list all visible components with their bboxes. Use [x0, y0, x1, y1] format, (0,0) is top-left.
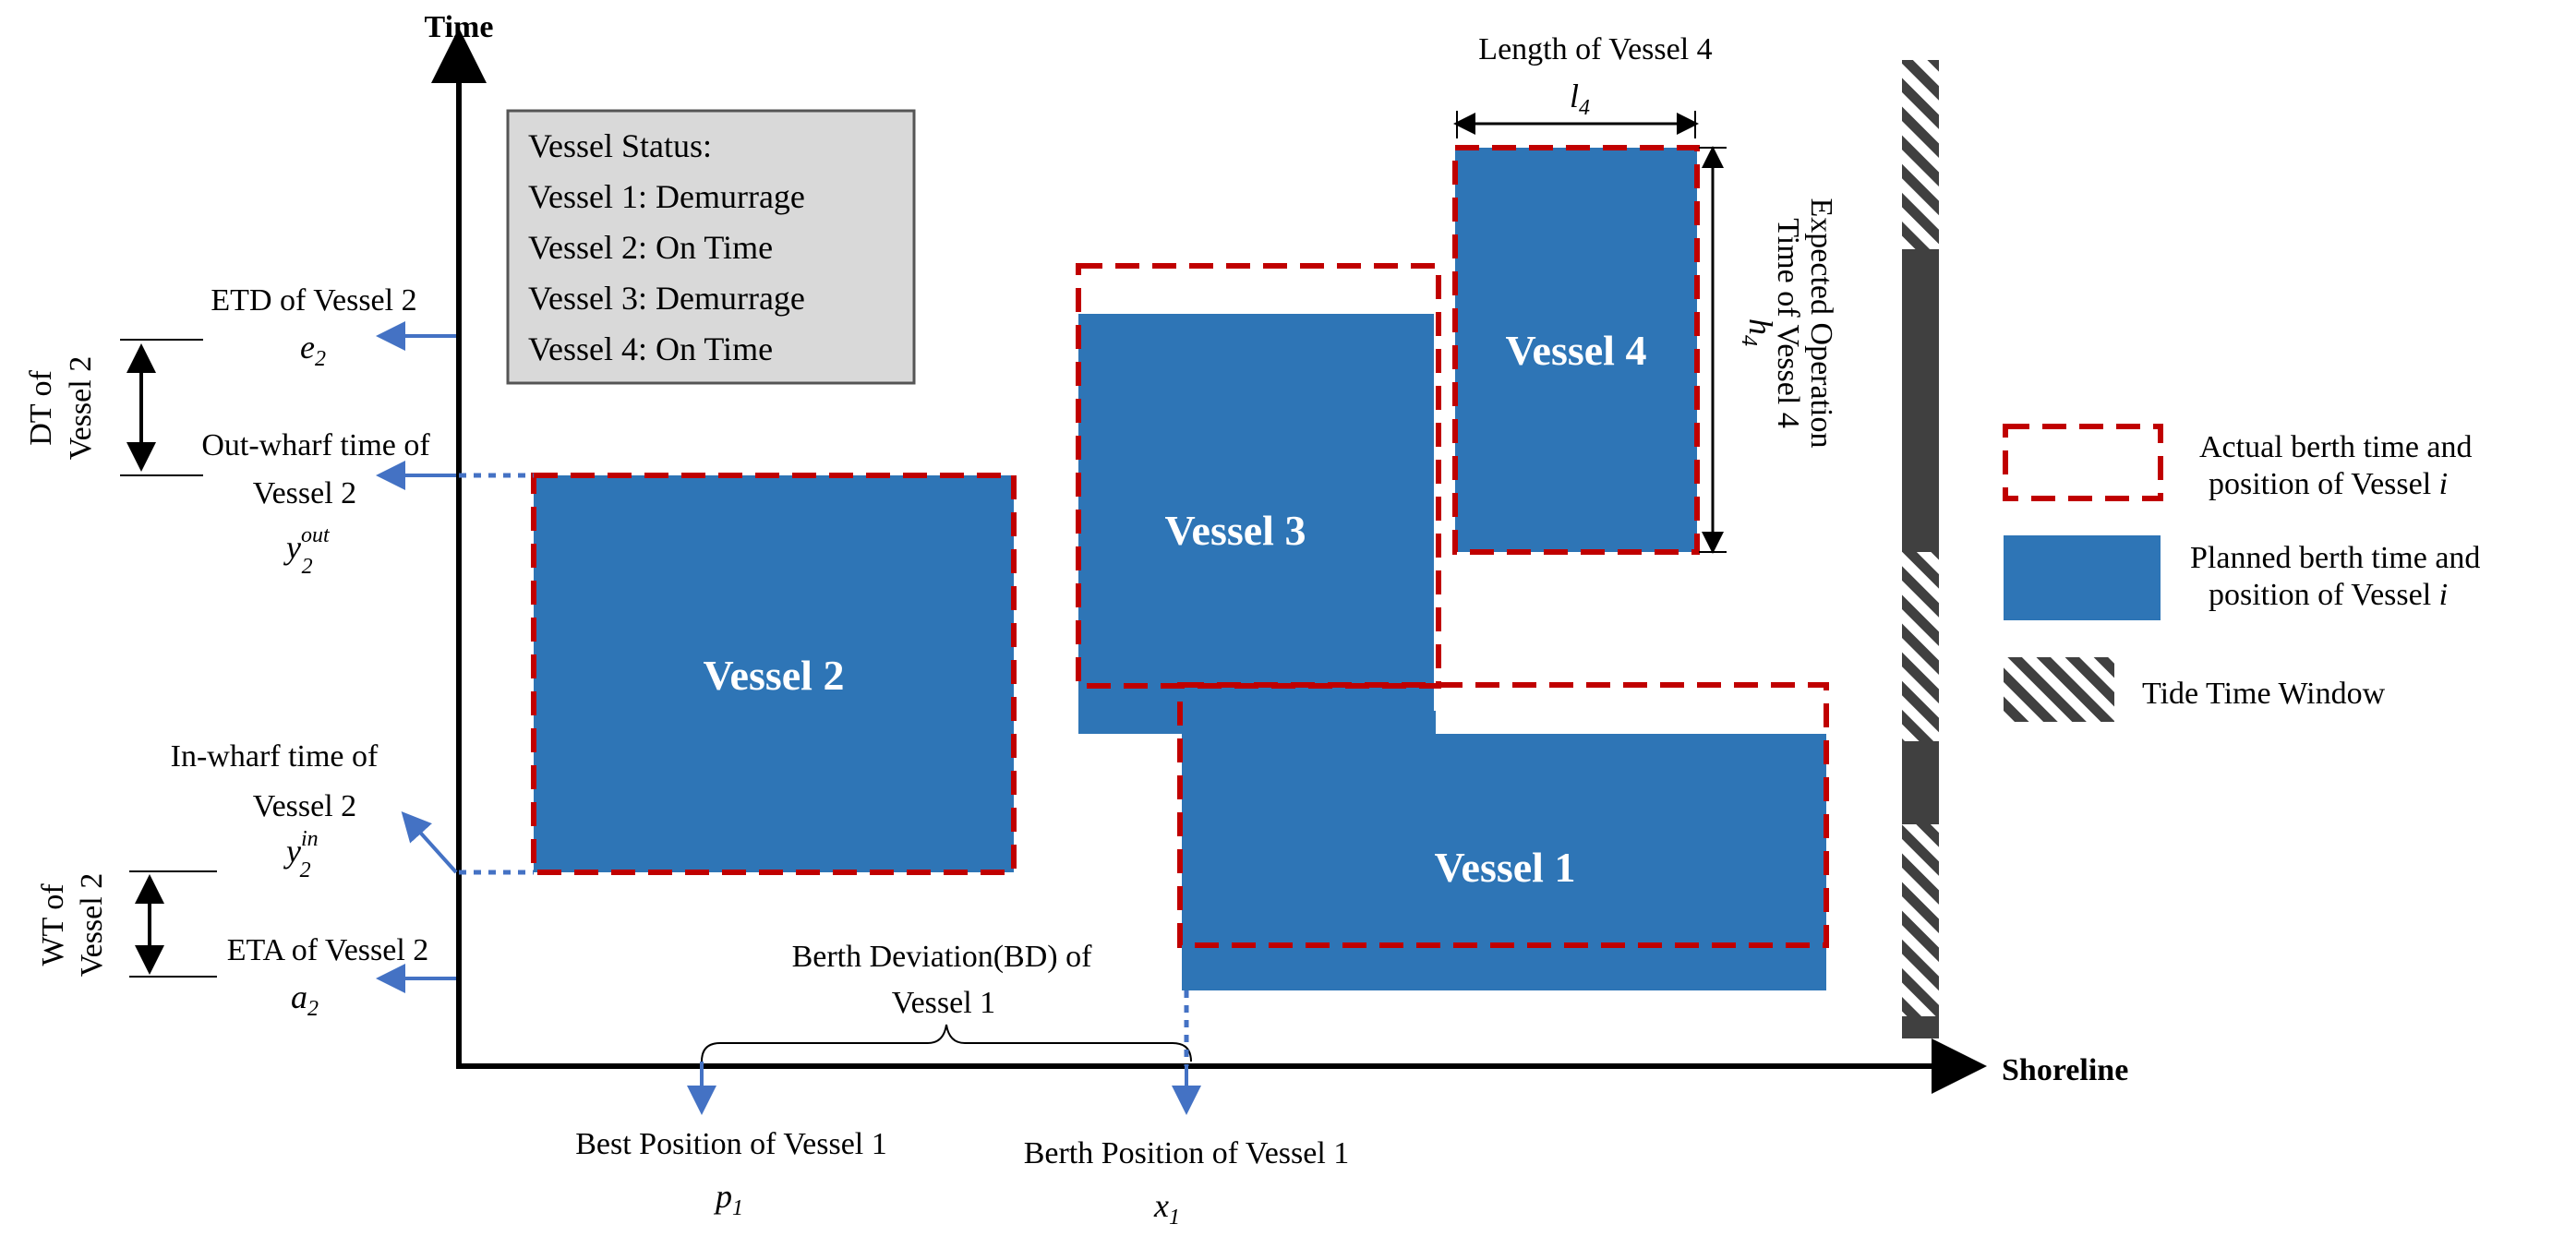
bd-label-2: Vessel 1: [892, 986, 995, 1020]
y-axis-title: Time: [425, 10, 494, 44]
vessel-2-label: Vessel 2: [704, 652, 845, 699]
in-wharf-arrow: [401, 811, 458, 874]
vessel-1-actual: [1177, 682, 1829, 948]
best-position-label: Best Position of Vessel 1: [575, 1127, 887, 1161]
vessel-4-actual: [1452, 145, 1700, 555]
status-line-2: Vessel 2: On Time: [528, 229, 773, 266]
legend-actual-2: position of Vessel i: [2209, 467, 2448, 501]
x-axis-title: Shoreline: [2002, 1053, 2128, 1087]
eta-label: ETA of Vessel 2: [227, 933, 429, 967]
etd-label: ETD of Vessel 2: [211, 283, 416, 318]
vessel-4-label: Vessel 4: [1506, 327, 1647, 374]
status-line-0: Vessel Status:: [528, 127, 712, 164]
wt-label-2: Vessel 2: [75, 873, 109, 977]
vessel-3-label: Vessel 3: [1165, 507, 1306, 554]
legend-tide-swatch: [2004, 657, 2114, 722]
dt-label-1: DT of: [24, 370, 58, 446]
status-line-3: Vessel 3: Demurrage: [528, 280, 805, 317]
in-wharf-label-1: In-wharf time of: [171, 739, 379, 774]
status-line-4: Vessel 4: On Time: [528, 330, 773, 367]
legend-planned-swatch: [2004, 535, 2161, 620]
out-wharf-label-1: Out-wharf time of: [201, 428, 430, 462]
tide-bar: [1902, 60, 1939, 1038]
expected-label-2: Time of Vessel 4: [1771, 218, 1805, 428]
legend-tide-label: Tide Time Window: [2142, 677, 2386, 711]
vessel-2-planned: [534, 475, 1014, 872]
berth-position-symbol: x1: [1153, 1187, 1180, 1230]
in-wharf-label-2: Vessel 2: [253, 789, 356, 823]
legend-planned-1: Planned berth time and: [2190, 541, 2480, 575]
status-line-1: Vessel 1: Demurrage: [528, 178, 805, 215]
legend-actual-1: Actual berth time and: [2199, 430, 2473, 464]
bd-brace: [701, 1024, 1192, 1062]
legend-actual-swatch: [2003, 424, 2163, 501]
vessel-1-label: Vessel 1: [1435, 844, 1576, 891]
vessel-1-planned-top: [1182, 711, 1436, 738]
wt-label-1: WT of: [36, 883, 70, 966]
berth-position-label: Berth Position of Vessel 1: [1024, 1136, 1350, 1170]
eta-symbol: a2: [291, 978, 319, 1021]
etd-symbol: e2: [300, 329, 326, 371]
status-box: Vessel Status: Vessel 1: Demurrage Vesse…: [506, 109, 916, 385]
vessel-3-planned: [1078, 314, 1434, 734]
legend: Actual berth time and position of Vessel…: [2003, 424, 2480, 722]
out-wharf-label-2: Vessel 2: [253, 476, 356, 510]
vessel-4-planned: [1455, 148, 1697, 552]
vessel-2-actual: [531, 473, 1017, 875]
length-label: Length of Vessel 4: [1478, 32, 1712, 66]
expected-label-1: Expected Operation: [1804, 198, 1838, 449]
best-position-symbol: p1: [713, 1178, 743, 1220]
length-symbol: l4: [1570, 78, 1590, 120]
dt-label-2: Vessel 2: [64, 356, 98, 460]
height-symbol: h4: [1737, 318, 1779, 346]
bd-label-1: Berth Deviation(BD) of: [792, 940, 1092, 974]
legend-planned-2: position of Vessel i: [2209, 578, 2448, 612]
